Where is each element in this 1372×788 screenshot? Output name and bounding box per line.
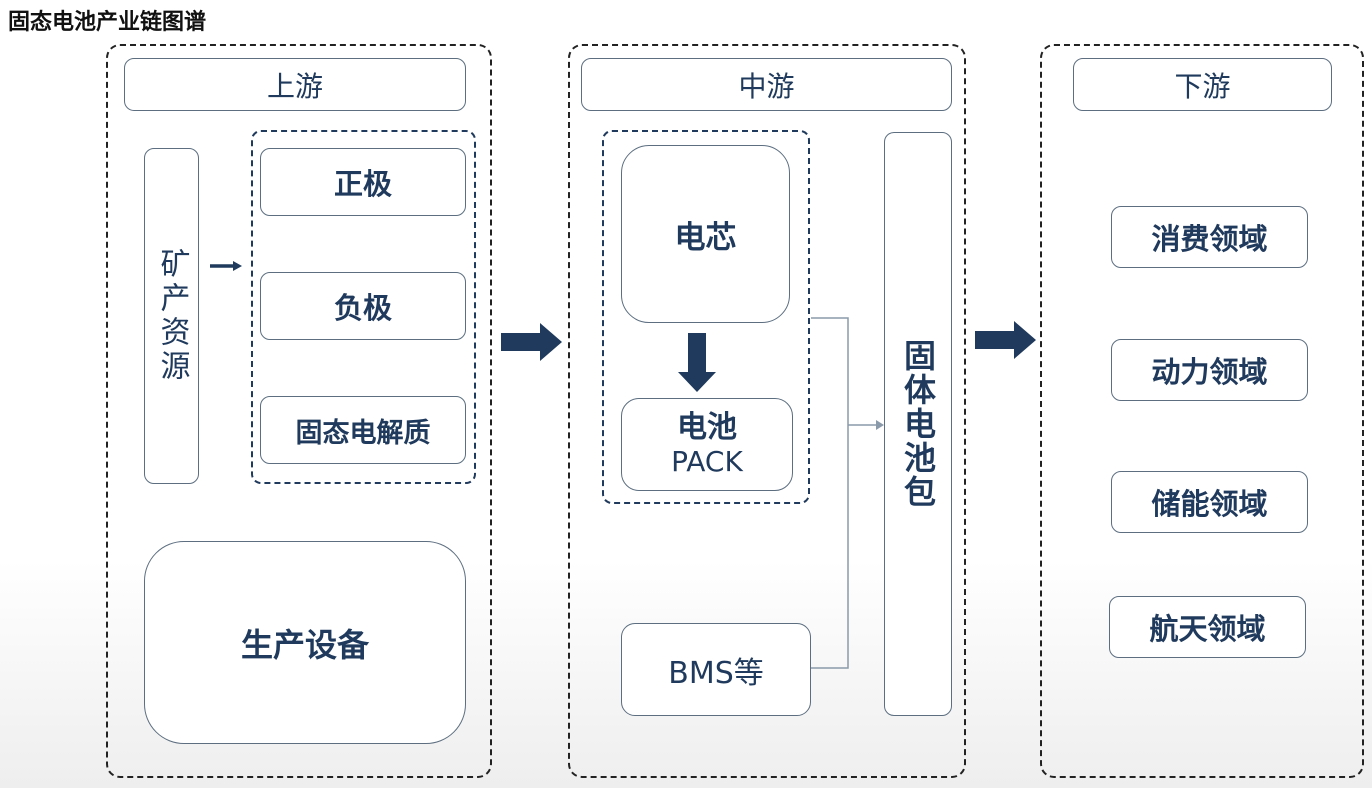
mineral-resources-label: 矿产资源 <box>154 248 190 384</box>
upstream-header: 上游 <box>124 58 466 111</box>
aerospace-field-box: 航天领域 <box>1109 596 1306 658</box>
battery-pack-label: 电池 <box>677 410 737 446</box>
page-title: 固态电池产业链图谱 <box>8 10 207 35</box>
solid-battery-pack-box: 固体电池包 <box>884 132 952 716</box>
midstream-to-downstream-arrow <box>975 321 1036 359</box>
bms-box: BMS等 <box>621 623 811 716</box>
solid-electrolyte-box: 固态电解质 <box>260 396 466 464</box>
downstream-header: 下游 <box>1073 58 1332 111</box>
mineral-to-materials-arrow <box>210 261 242 271</box>
cell-to-pack-arrow <box>678 333 716 392</box>
cell-box: 电芯 <box>621 145 790 323</box>
solid-pack-input-arrowhead <box>876 420 884 430</box>
energy-storage-field-box: 储能领域 <box>1111 471 1308 533</box>
power-field-box: 动力领域 <box>1111 339 1308 401</box>
downstream-panel <box>1040 44 1364 778</box>
battery-pack-sublabel: PACK <box>671 444 743 478</box>
upstream-panel <box>106 44 492 778</box>
upstream-to-midstream-arrow <box>501 323 562 361</box>
mineral-resources-box: 矿产资源 <box>144 148 199 484</box>
solid-battery-pack-label: 固体电池包 <box>899 339 937 509</box>
cathode-box: 正极 <box>260 148 466 216</box>
consumer-field-box: 消费领域 <box>1111 206 1308 268</box>
cell-pack-group <box>602 130 810 504</box>
pack-bms-connector <box>811 317 878 669</box>
midstream-panel <box>568 44 966 778</box>
materials-group <box>251 130 476 484</box>
production-equipment-box: 生产设备 <box>144 541 466 744</box>
midstream-header: 中游 <box>581 58 952 111</box>
battery-pack-box: 电池 PACK <box>621 398 793 491</box>
anode-box: 负极 <box>260 272 466 340</box>
